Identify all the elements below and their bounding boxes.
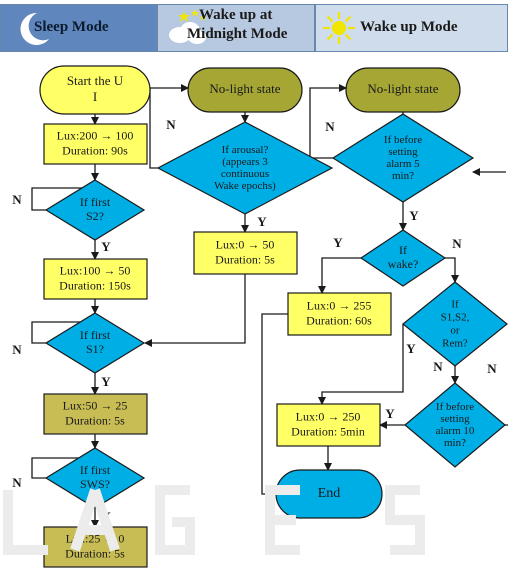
lux-200-100-box	[43, 123, 148, 165]
label-n-wake: N	[452, 236, 462, 251]
decision-s1-s2-rem	[402, 281, 508, 367]
label-n-sws: N	[12, 475, 22, 490]
label-y-arousal: Y	[257, 214, 267, 229]
lux-0-255-box	[287, 292, 392, 336]
no-light-state-wakeup-text: No-light state	[367, 81, 438, 96]
label-y-rem: Y	[406, 341, 416, 356]
label-n-rem: N	[433, 359, 443, 374]
wakeup-mode-cell: Wake up Mode	[315, 4, 508, 52]
midnight-mode-label-line2: Midnight Mode	[187, 26, 288, 42]
lux-100-50-box	[43, 258, 148, 300]
decision-first-s1	[44, 312, 146, 374]
decision-if-wake	[359, 229, 447, 287]
edge-rem-yes	[318, 324, 404, 405]
cloudy-night-stars-icon	[169, 9, 207, 44]
edge-sws-no-loop	[31, 457, 95, 479]
start-node	[39, 65, 151, 115]
crescent-moon-icon	[20, 12, 49, 45]
no-light-state-wakeup	[345, 67, 461, 113]
midnight-mode-cell: Wake up at Midnight Mode	[157, 4, 315, 52]
edge-s1-no-loop	[31, 321, 95, 344]
edge-wake-yes	[318, 257, 361, 294]
label-n-before10-right: N	[487, 361, 497, 376]
label-y-before10: Y	[385, 406, 395, 421]
label-y-sws: Y	[101, 509, 111, 524]
label-y-before5: Y	[409, 208, 419, 223]
sun-icon	[323, 12, 355, 44]
label-y-s2: Y	[101, 239, 111, 254]
label-y-wake: Y	[333, 235, 343, 250]
no-light-state-midnight	[187, 67, 303, 113]
lux-0-50-box	[193, 231, 298, 275]
label-y-s1: Y	[101, 374, 111, 389]
label-n-s2: N	[12, 192, 22, 207]
midnight-mode-label-line1: Wake up at	[199, 7, 273, 23]
label-n-s1: N	[12, 342, 22, 357]
decision-before-10min	[404, 382, 506, 468]
label-n-before5: N	[325, 119, 335, 134]
mode-header-table: Sleep Mode Wake up at Midnight Mode	[0, 4, 508, 52]
sleep-mode-label: Sleep Mode	[34, 19, 109, 35]
lux-0-250-box	[276, 403, 381, 447]
end-node-text: End	[318, 486, 341, 501]
edge-wake-no	[445, 257, 459, 283]
decision-before-5min	[331, 113, 475, 203]
decision-first-s2	[44, 179, 146, 241]
wakeup-mode-label: Wake up Mode	[360, 19, 458, 35]
edge-before5-no-loop	[309, 84, 347, 159]
sleep-mode-cell: Sleep Mode	[0, 4, 157, 52]
decision-arousal	[156, 121, 334, 215]
no-light-state-midnight-text: No-light state	[209, 81, 280, 96]
edge-arousal-no-loop	[149, 84, 189, 169]
edge-s2-no-loop	[31, 187, 95, 211]
edge-lux0-50-to-s1	[144, 274, 246, 347]
label-n-arousal: N	[166, 117, 176, 132]
lux-50-25-box	[43, 393, 148, 435]
